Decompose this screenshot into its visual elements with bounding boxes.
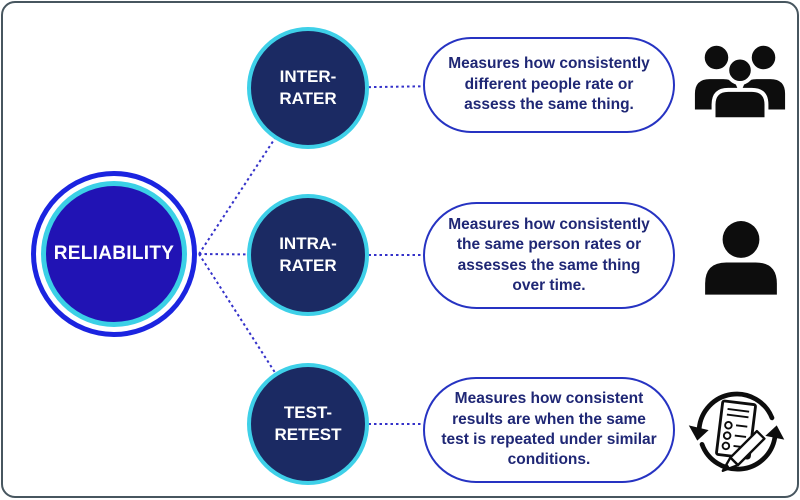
node-test-retest: TEST- RETEST	[247, 363, 369, 485]
people-group-icon	[691, 35, 789, 131]
node-inter-rater-label: INTER- RATER	[279, 66, 336, 110]
node-test-retest-label-top: TEST-	[283, 402, 333, 422]
node-intra-rater: INTRA- RATER	[247, 194, 369, 316]
bubble-test-retest-text: Measures how consistent results are when…	[441, 390, 657, 469]
node-intra-rater-label: INTRA- RATER	[279, 233, 337, 277]
person-icon	[695, 209, 787, 303]
bubble-test-retest: Measures how consistent results are when…	[423, 377, 675, 483]
bubble-intra-rater-text: Measures how consistently the same perso…	[448, 215, 650, 294]
node-inter-rater: INTER- RATER	[247, 27, 369, 149]
bubble-inter-rater: Measures how consistently different peop…	[423, 37, 675, 133]
node-inter-rater-label-top: INTER-	[279, 66, 337, 86]
root-node-reliability: RELIABILITY	[31, 171, 197, 337]
node-intra-rater-label-bottom: RATER	[279, 256, 337, 275]
connector-root-to-test-retest	[198, 253, 309, 425]
test-retest-cycle-icon	[685, 382, 789, 484]
bubble-inter-rater-text: Measures how consistently different peop…	[448, 55, 650, 114]
node-test-retest-label: TEST- RETEST	[274, 402, 341, 446]
connector-root-to-intra-rater	[198, 253, 309, 256]
node-intra-rater-label-top: INTRA-	[279, 233, 337, 253]
bubble-intra-rater: Measures how consistently the same perso…	[423, 202, 675, 309]
node-inter-rater-label-bottom: RATER	[279, 89, 337, 108]
root-node-label: RELIABILITY	[53, 243, 175, 264]
root-node-inner-circle: RELIABILITY	[41, 181, 187, 327]
node-test-retest-label-bottom: RETEST	[274, 425, 342, 444]
